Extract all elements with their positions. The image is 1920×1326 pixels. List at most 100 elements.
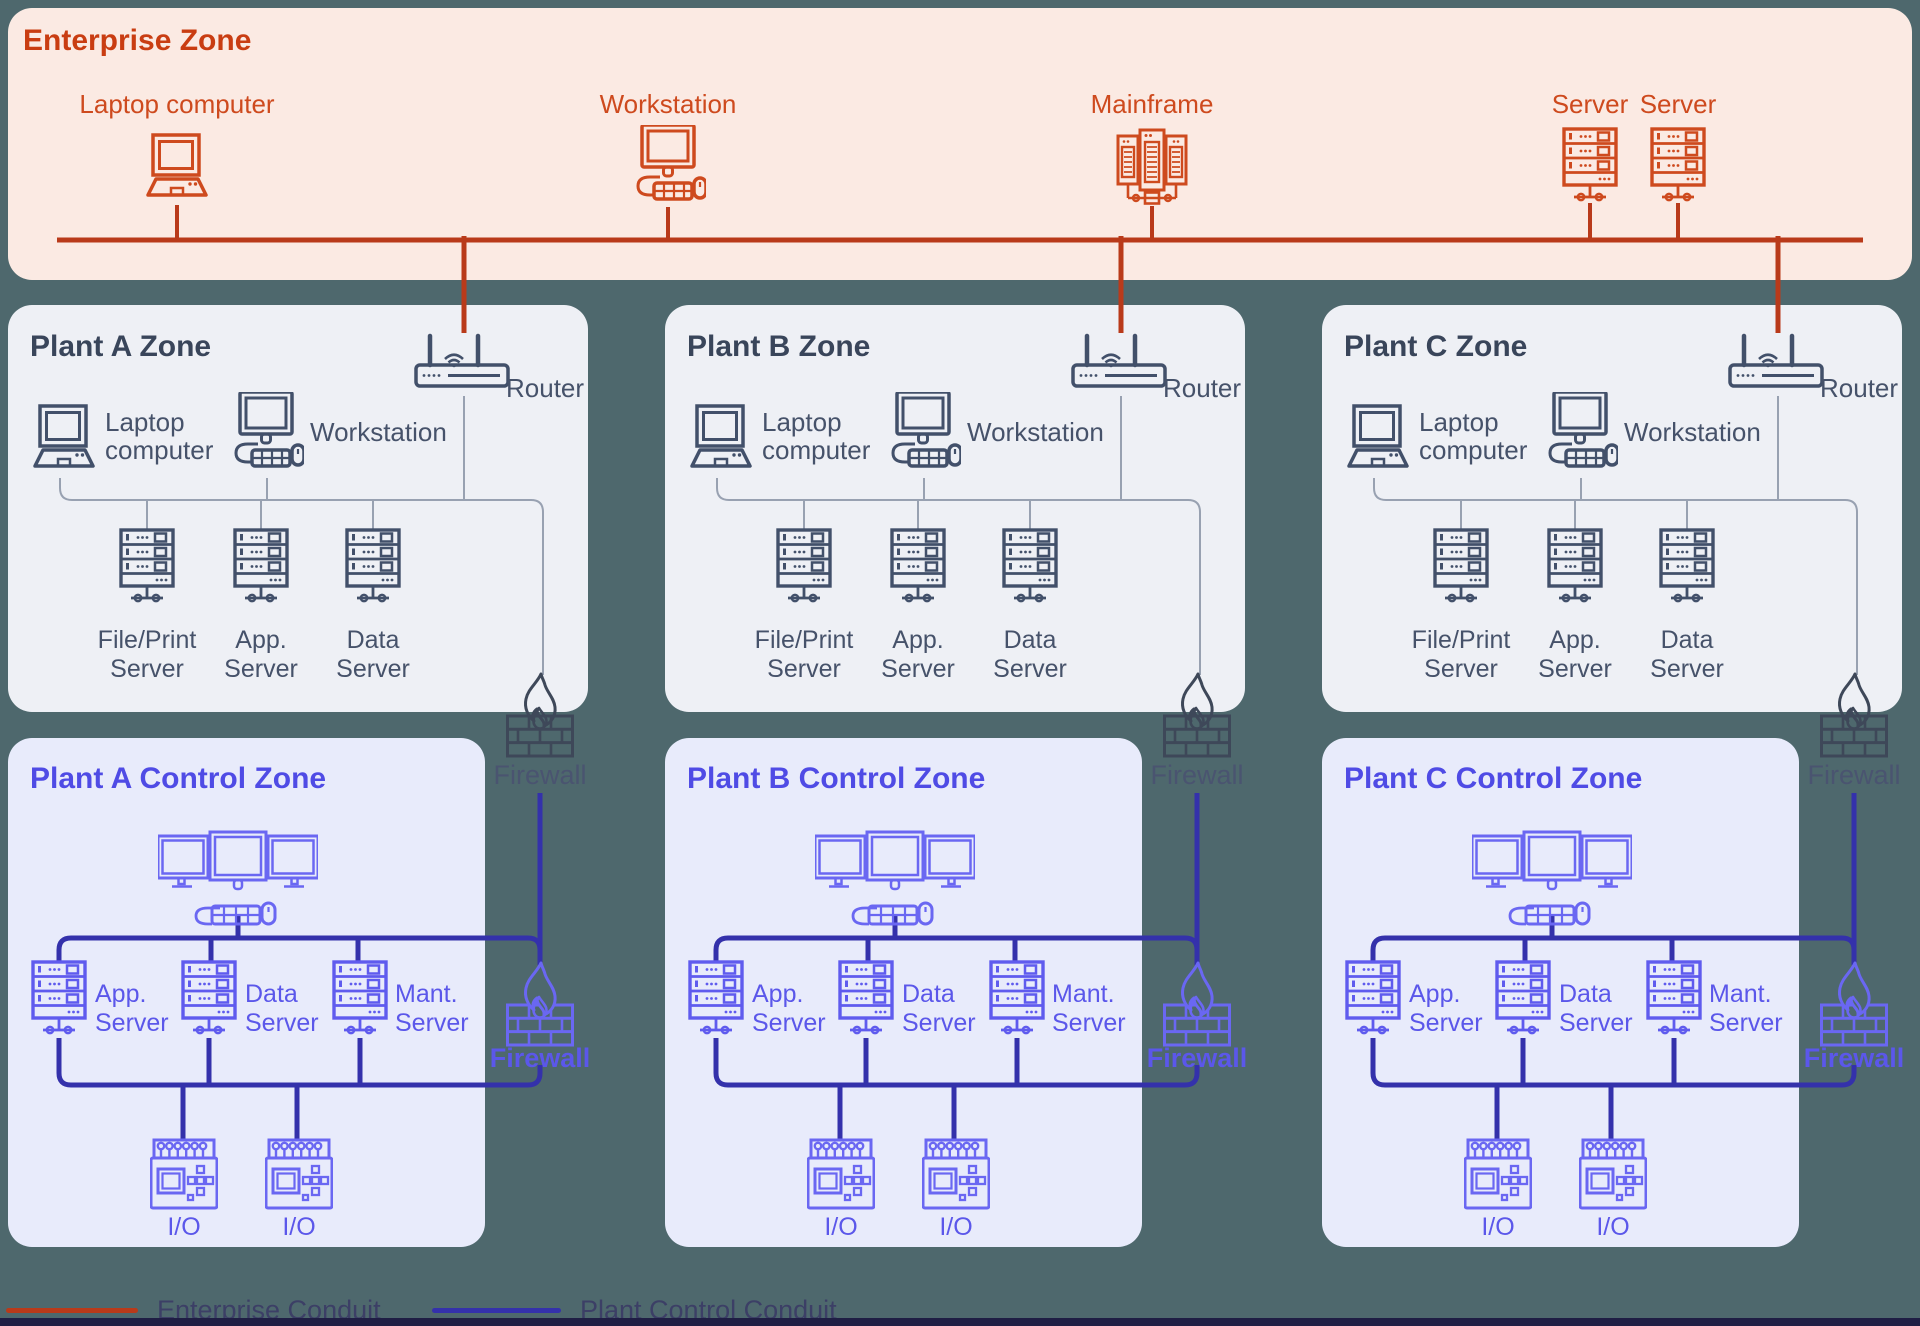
workstation-label: Workstation <box>967 417 1104 447</box>
data-server-icon <box>1002 528 1058 603</box>
server-label-line1: App. <box>892 626 944 654</box>
control-server-label-line1: Data <box>245 980 298 1008</box>
control-data-server-icon <box>181 960 237 1035</box>
plant-column-lines <box>688 236 1231 1210</box>
control-server-label-line2: Server <box>245 1009 319 1037</box>
router-icon <box>1073 336 1165 386</box>
plant-control-zone-card <box>8 738 485 1247</box>
firewall-icon <box>1820 961 1888 1047</box>
enterprise-device-label: Server <box>1551 89 1629 119</box>
router-icon <box>1730 336 1822 386</box>
laptop-label-line2: computer <box>105 435 214 465</box>
server-icon <box>1562 127 1618 202</box>
laptop-icon <box>146 133 208 197</box>
server-label-line2: Server <box>767 655 841 683</box>
bottom-strip <box>0 1318 1920 1326</box>
control-server-label-line1: App. <box>752 980 804 1008</box>
control-mant-server-icon <box>1646 960 1702 1035</box>
io-module-icon <box>150 1138 218 1210</box>
enterprise-zone-title: Enterprise Zone <box>23 24 252 57</box>
control-server-label-line1: Data <box>902 980 955 1008</box>
server-label-line2: Server <box>881 655 955 683</box>
control-server-label-line1: App. <box>1409 980 1461 1008</box>
control-server-label-line2: Server <box>395 1009 469 1037</box>
control-server-label-line1: Mant. <box>395 980 458 1008</box>
plant-control-zone-title: Plant C Control Zone <box>1344 762 1643 795</box>
plant-control-conduit-legend-line <box>432 1308 561 1313</box>
control-app-server-label: App.Server <box>1409 980 1483 1038</box>
firewall-icon <box>506 672 574 758</box>
router-label: Router <box>506 373 585 403</box>
mainframe-icon <box>1116 128 1188 205</box>
workstation-icon <box>234 392 304 468</box>
server-label-line2: Server <box>1538 655 1612 683</box>
io-label: I/O <box>1481 1213 1515 1241</box>
enterprise-device-label: Mainframe <box>1090 89 1214 119</box>
hmi-workstation-icon <box>158 830 318 926</box>
laptop-label-line1: Laptop <box>1419 407 1499 437</box>
io-module-icon <box>922 1138 990 1210</box>
control-server-label-line2: Server <box>1409 1009 1483 1037</box>
server-label-line1: App. <box>235 626 287 654</box>
control-app-server-label: App.Server <box>95 980 169 1038</box>
plant-zone-card <box>8 305 588 712</box>
plant-control-zone-title: Plant B Control Zone <box>687 762 986 795</box>
server-label-line1: App. <box>1549 626 1601 654</box>
control-server-label-line1: Mant. <box>1052 980 1115 1008</box>
enterprise-network-lines <box>57 125 1863 243</box>
workstation-label: Workstation <box>1624 417 1761 447</box>
laptop-icon <box>690 404 752 468</box>
firewall-label: Firewall <box>493 760 587 790</box>
control-server-label-line1: Data <box>1559 980 1612 1008</box>
server-label-line1: File/Print <box>1411 626 1511 654</box>
control-app-server-icon <box>688 960 744 1035</box>
app-server-icon <box>890 528 946 603</box>
file-print-server-icon <box>776 528 832 603</box>
firewall-icon <box>1163 961 1231 1047</box>
firewall-label: Firewall <box>1146 1043 1248 1073</box>
server-label-line2: Server <box>224 655 298 683</box>
laptop-label-line1: Laptop <box>105 407 185 437</box>
control-mant-server-icon <box>332 960 388 1035</box>
server-label-line2: Server <box>336 655 410 683</box>
hmi-workstation-icon <box>1472 830 1632 926</box>
enterprise-device-label: Workstation <box>599 89 737 119</box>
control-app-server-icon <box>1345 960 1401 1035</box>
enterprise-conduit-legend-line <box>6 1308 138 1313</box>
control-server-label-line2: Server <box>752 1009 826 1037</box>
server-label-line1: Data <box>1660 626 1714 654</box>
server-label-line2: Server <box>110 655 184 683</box>
control-server-label-line2: Server <box>95 1009 169 1037</box>
plant-zone-card <box>1322 305 1902 712</box>
control-mant-server-icon <box>989 960 1045 1035</box>
laptop-label-line2: computer <box>762 435 871 465</box>
plant-zone-title: Plant C Zone <box>1344 330 1528 363</box>
firewall-label: Firewall <box>489 1043 591 1073</box>
workstation-label: Workstation <box>310 417 447 447</box>
laptop-label-line1: Laptop <box>762 407 842 437</box>
laptop-label-line2: computer <box>1419 435 1528 465</box>
laptop-icon <box>33 404 95 468</box>
plant-column-lines <box>31 236 574 1210</box>
app-server-label: App.Server <box>881 626 955 684</box>
plant-zone-title: Plant B Zone <box>687 330 871 363</box>
workstation-icon <box>1548 392 1618 468</box>
data-server-icon <box>1659 528 1715 603</box>
app-server-label: App.Server <box>1538 626 1612 684</box>
server-label-line1: Data <box>346 626 400 654</box>
firewall-icon <box>1820 672 1888 758</box>
control-app-server-icon <box>31 960 87 1035</box>
io-module-icon <box>807 1138 875 1210</box>
app-server-label: App.Server <box>224 626 298 684</box>
app-server-icon <box>233 528 289 603</box>
